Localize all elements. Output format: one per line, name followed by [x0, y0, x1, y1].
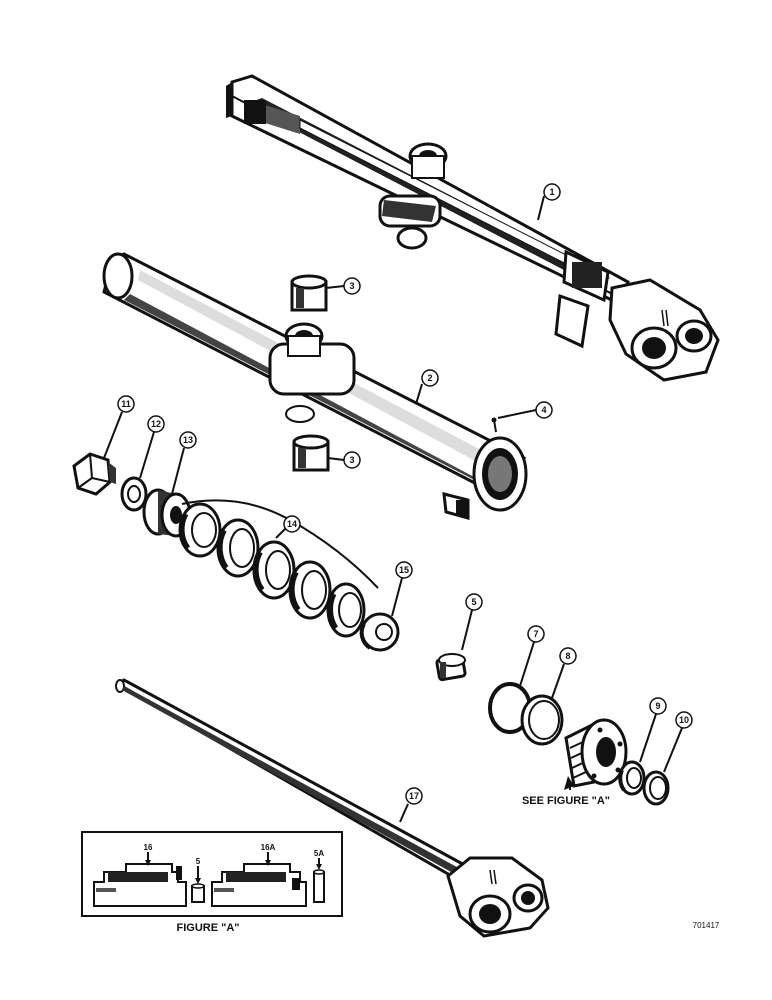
callout-3-lower: 3	[327, 451, 361, 469]
callout-label-9: 9	[655, 701, 660, 711]
inset-gland-16a: 16A	[211, 843, 307, 907]
inset-bushing-5: 5	[191, 857, 205, 903]
callout-17: 17	[399, 787, 423, 823]
inset-bushing-5a: 5A	[313, 849, 325, 903]
part-8-backup-ring	[520, 694, 564, 746]
callout-11: 11	[103, 395, 135, 459]
inset-gland-16: 16	[93, 843, 187, 907]
part-12-washer	[120, 476, 148, 512]
part-5-bushing	[435, 653, 467, 682]
callout-label-12: 12	[151, 419, 161, 429]
packing-ring	[326, 582, 366, 638]
part-11-nut	[72, 452, 116, 496]
part-16-gland	[564, 718, 628, 788]
callout-4: 4	[497, 401, 553, 419]
inset-label-5a: 5A	[314, 849, 324, 858]
callout-label-10: 10	[679, 715, 689, 725]
callout-5: 5	[461, 593, 483, 651]
part-4-screw	[491, 417, 497, 433]
callout-8: 8	[551, 647, 577, 699]
part-15-wear-ring	[359, 612, 400, 652]
packing-ring	[288, 560, 332, 620]
part-10-wiper	[642, 770, 670, 806]
callout-14: 14	[275, 515, 301, 539]
part-2-cylinder-barrel	[102, 252, 528, 520]
callout-label-3-lower: 3	[349, 455, 354, 465]
callout-3-upper: 3	[325, 277, 361, 295]
callout-13: 13	[171, 431, 197, 495]
callout-7: 7	[519, 625, 545, 687]
part-14-packing-set	[178, 499, 379, 638]
callout-label-8: 8	[565, 651, 570, 661]
callout-label-4: 4	[541, 405, 546, 415]
callout-label-11: 11	[121, 399, 131, 409]
callout-label-3-upper: 3	[349, 281, 354, 291]
callout-label-5: 5	[471, 597, 476, 607]
part-17-piston-rod	[115, 678, 550, 938]
inset-label-5: 5	[196, 857, 201, 866]
drawing-number: 701417	[693, 921, 720, 930]
figure-a-inset: 16 5 16A 5A	[81, 831, 343, 917]
callout-15: 15	[391, 561, 413, 617]
packing-ring	[178, 502, 222, 558]
inset-label-16a: 16A	[261, 843, 276, 852]
see-figure-a-note: SEE FIGURE "A"	[522, 776, 610, 807]
callout-label-7: 7	[533, 629, 538, 639]
callout-label-15: 15	[399, 565, 409, 575]
inset-label-16: 16	[144, 843, 153, 852]
part-9-seal	[618, 760, 646, 796]
callout-10: 10	[663, 711, 693, 773]
callout-label-2: 2	[427, 373, 432, 383]
part-3-bushing-upper	[290, 274, 328, 312]
part-3-bushing-lower	[292, 434, 330, 472]
figure-a-caption: FIGURE "A"	[177, 922, 240, 934]
callout-9: 9	[639, 697, 667, 763]
packing-ring	[252, 540, 296, 600]
callout-label-17: 17	[409, 791, 419, 801]
callout-label-14: 14	[287, 519, 297, 529]
callout-12: 12	[139, 415, 165, 479]
callout-1: 1	[537, 183, 561, 221]
callout-label-13: 13	[183, 435, 193, 445]
see-figure-a-label: SEE FIGURE "A"	[522, 795, 610, 807]
packing-ring	[216, 518, 260, 578]
part-1-cylinder-assembly	[226, 74, 720, 382]
callout-2: 2	[415, 369, 439, 405]
callout-label-1: 1	[549, 187, 554, 197]
